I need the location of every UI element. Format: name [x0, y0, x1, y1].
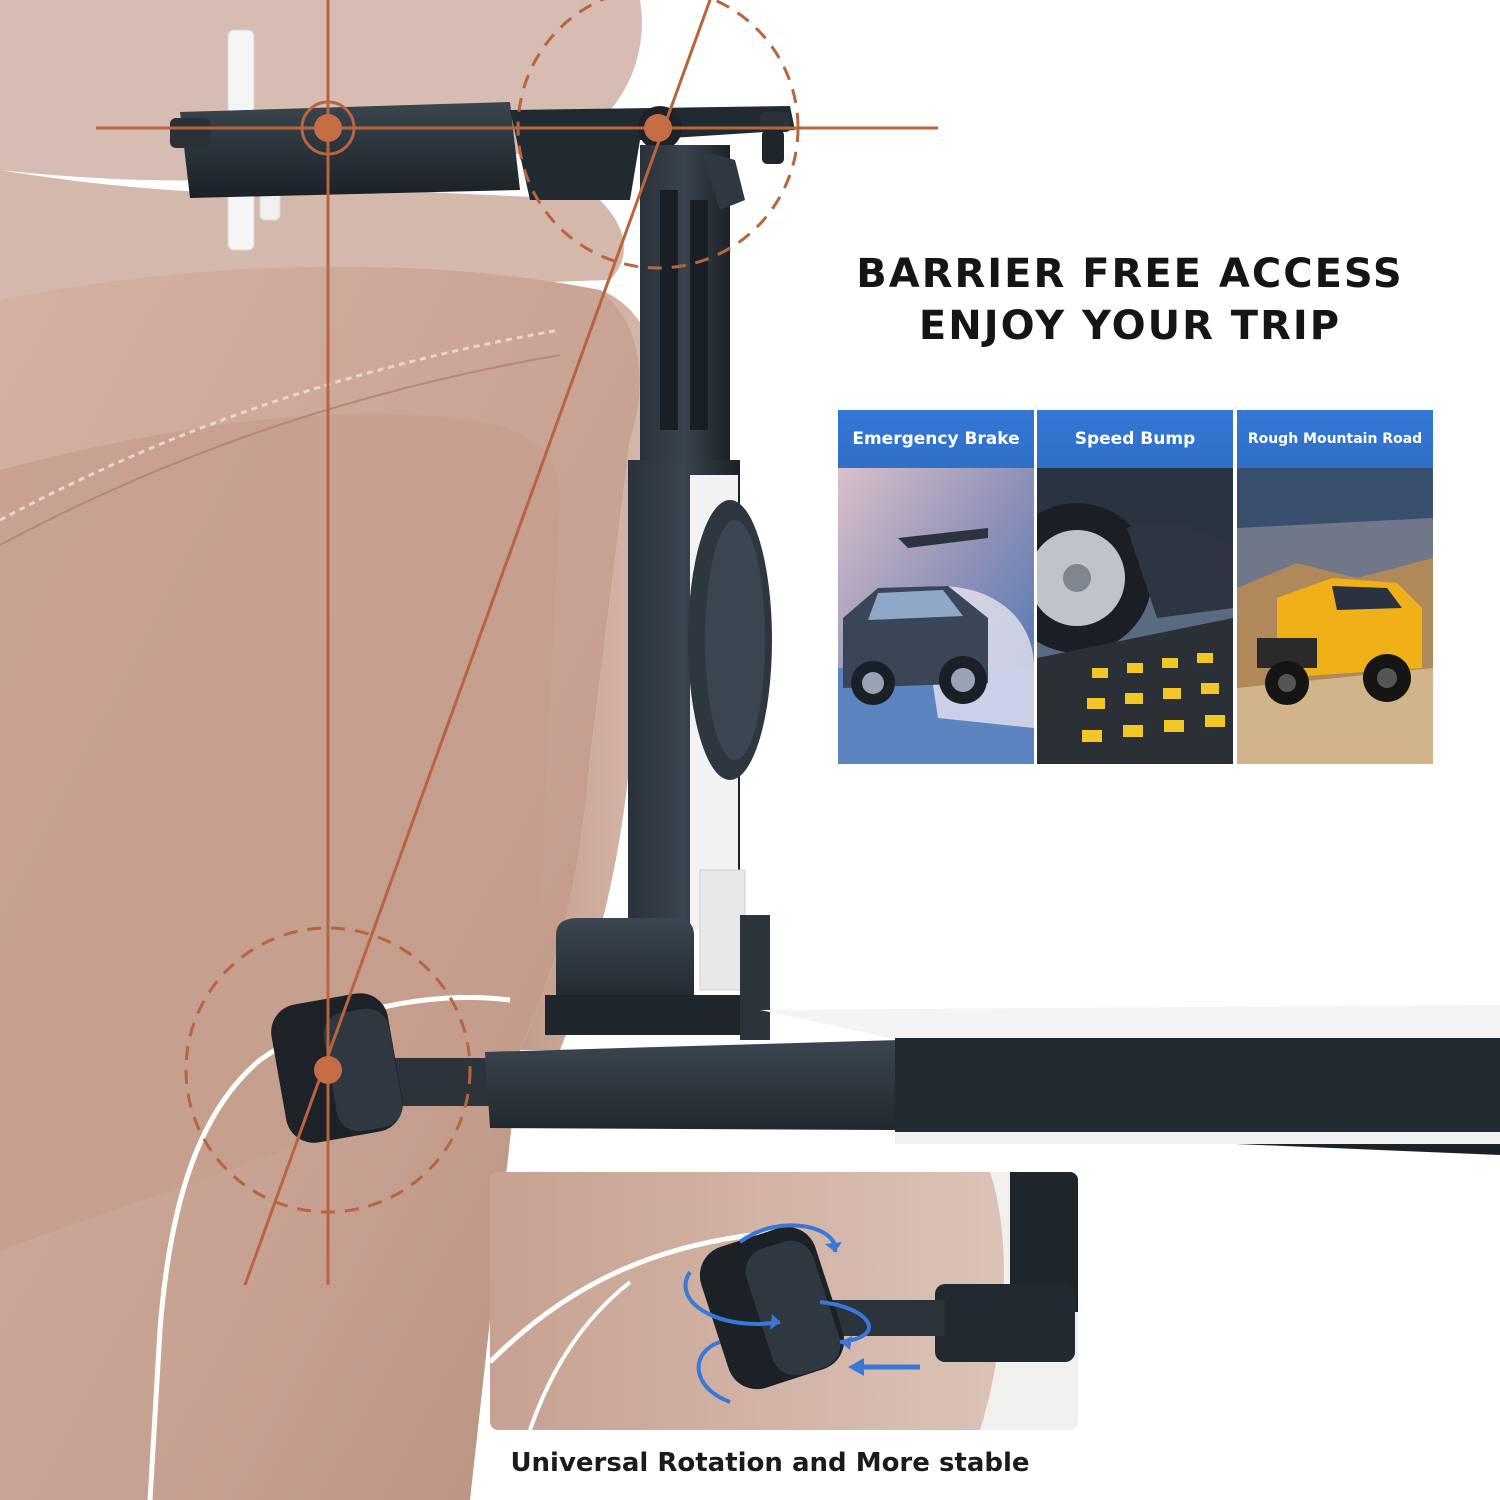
pivot-points	[314, 114, 672, 1084]
seat-back	[0, 266, 661, 1500]
scenario-speed-bump: Speed Bump	[1037, 410, 1233, 764]
scenario-label: Rough Mountain Road	[1237, 410, 1433, 468]
push-arrow-icon	[848, 1358, 920, 1376]
cable	[147, 995, 511, 1500]
vertical-arm	[628, 145, 772, 991]
scenario-label: Speed Bump	[1037, 410, 1233, 468]
car-drifting-image	[838, 468, 1034, 764]
tire-on-speed-bump-image	[1037, 468, 1233, 764]
headline-line-2: ENJOY YOUR TRIP	[918, 303, 1342, 349]
tray-mount	[271, 915, 1500, 1155]
scenario-label: Emergency Brake	[838, 410, 1034, 468]
offroad-truck-image	[1237, 468, 1433, 764]
rotation-detail-image	[490, 1172, 1078, 1430]
headline-line-1: BARRIER FREE ACCESS	[856, 251, 1404, 297]
bottom-caption: Universal Rotation and More stable	[510, 1448, 1030, 1478]
rotation-detail-inset	[490, 1172, 1078, 1430]
scenario-rough-mountain-road: Rough Mountain Road	[1237, 410, 1433, 764]
headline: BARRIER FREE ACCESS ENJOY YOUR TRIP	[820, 248, 1440, 352]
scenario-emergency-brake: Emergency Brake	[838, 410, 1034, 764]
